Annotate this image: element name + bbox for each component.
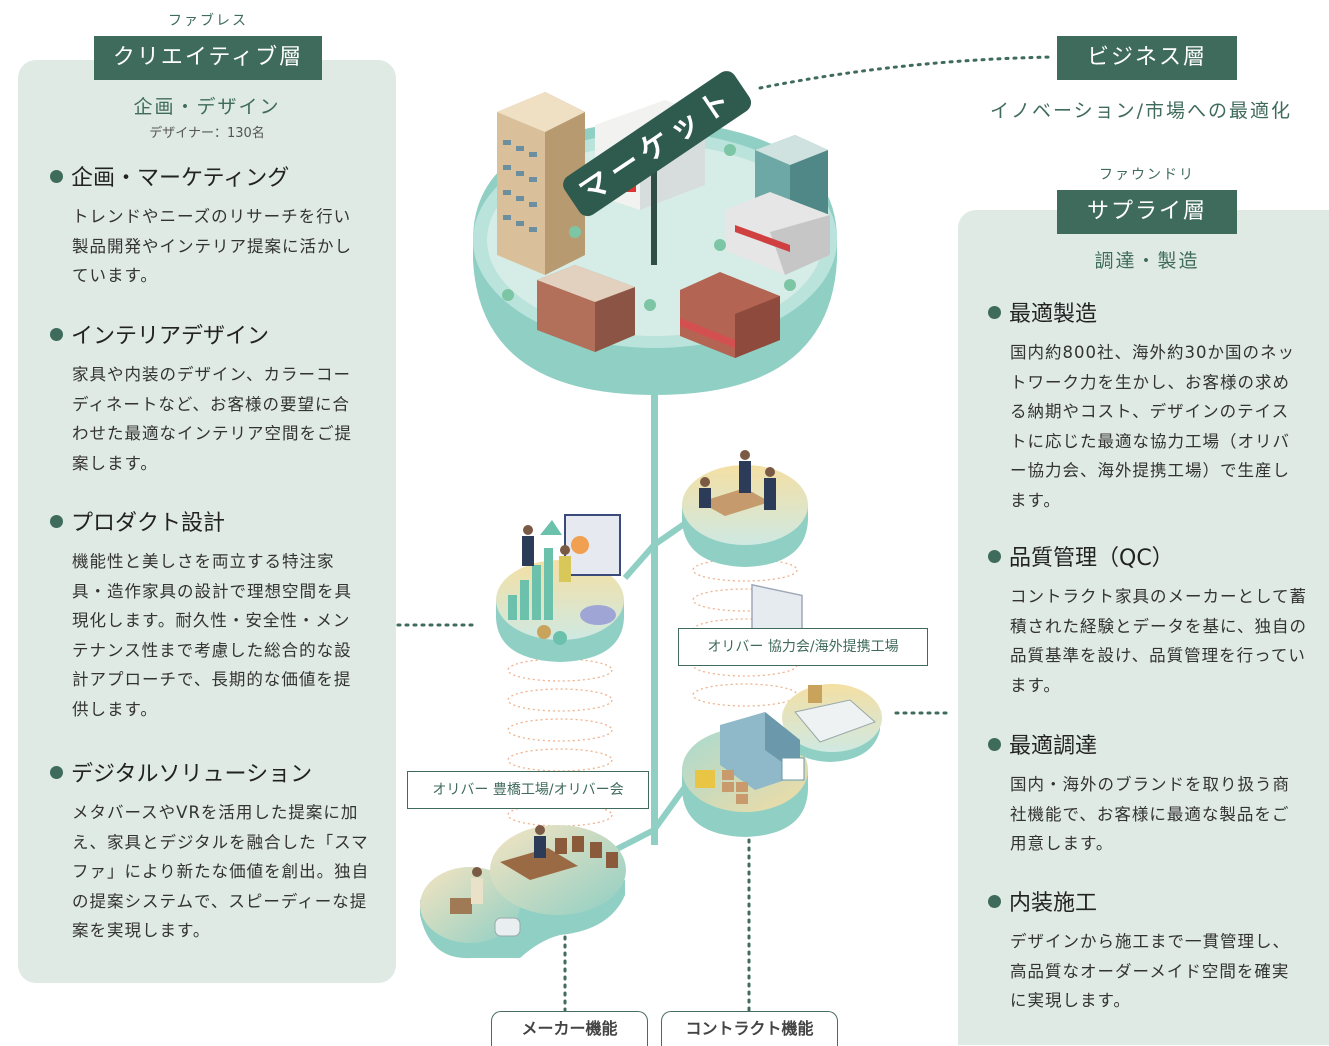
bullet-icon bbox=[988, 737, 1001, 751]
market-island: マーケット bbox=[473, 71, 837, 395]
creative-layer-badge: クリエイティブ層 bbox=[94, 36, 322, 80]
bullet-icon bbox=[988, 549, 1001, 563]
bullet-icon bbox=[988, 894, 1001, 908]
meeting-island bbox=[682, 450, 808, 642]
creative-section-interior: インテリアデザイン 家具や内装のデザイン、カラーコーディネートなど、お客様の要望… bbox=[50, 318, 380, 478]
creative-section-digital: デジタルソリューション メタバースやVRを活用した提案に加え、家具とデジタルを融… bbox=[50, 756, 385, 946]
forklift-icon bbox=[695, 770, 715, 788]
boxes-icon bbox=[722, 770, 748, 804]
branch-factory bbox=[613, 827, 656, 853]
ship-cabin bbox=[808, 685, 822, 703]
creative-section-product: プロダクト設計 機能性と美しさを両立する特注家具・造作家具の設計で理想空間を具現… bbox=[50, 505, 380, 724]
section-body: デザインから施工まで一貫管理し、高品質なオーダーメイド空間を確実に実現します。 bbox=[1010, 932, 1290, 1010]
supply-layer-badge: サプライ層 bbox=[1057, 190, 1237, 234]
building-school bbox=[537, 265, 635, 352]
maker-function-tab: メーカー機能 bbox=[491, 1011, 648, 1046]
truck-cab bbox=[781, 757, 805, 781]
creative-section-planning: 企画・マーケティング トレンドやニーズのリサーチを行い製品開発やインテリア提案に… bbox=[50, 160, 380, 291]
section-body: 家具や内装のデザイン、カラーコーディネートなど、お客様の要望に合わせた最適なイン… bbox=[72, 365, 352, 473]
supply-section-procurement: 最適調達 国内・海外のブランドを取り扱う商社機能で、お客様に最適な製品をご用意し… bbox=[988, 728, 1318, 859]
workbench bbox=[450, 898, 472, 914]
arrow-up-icon bbox=[540, 520, 562, 535]
factory-floor bbox=[420, 825, 626, 959]
worker-icon bbox=[471, 825, 546, 904]
person-icon bbox=[522, 525, 571, 582]
supply-section-qc: 品質管理（QC） コントラクト家具のメーカーとして蓄積された経験とデータを基に、… bbox=[988, 540, 1318, 700]
bullet-icon bbox=[50, 765, 63, 779]
planning-island bbox=[496, 514, 624, 662]
section-title: 最適製造 bbox=[1009, 302, 1098, 327]
branch-upper bbox=[622, 543, 657, 580]
person-icon bbox=[699, 450, 776, 510]
worktable bbox=[500, 848, 578, 880]
supply-top-label: ファウンドリ bbox=[1099, 167, 1195, 183]
section-title: インテリアデザイン bbox=[71, 324, 270, 349]
section-body: トレンドやニーズのリサーチを行い製品開発やインテリア提案に活かしています。 bbox=[72, 207, 352, 285]
partner-factory-label: オリバー 協力会/海外提携工場 bbox=[678, 628, 928, 666]
trees bbox=[502, 144, 796, 311]
connector-business bbox=[758, 55, 1054, 90]
section-title: 企画・マーケティング bbox=[71, 166, 290, 191]
creative-designer-count: デザイナー：130名 bbox=[149, 126, 265, 141]
building-mall bbox=[725, 192, 830, 275]
coin-icon bbox=[553, 631, 567, 645]
bullet-icon bbox=[50, 327, 63, 341]
pie-chart-icon bbox=[571, 536, 589, 554]
bar-chart-icon bbox=[508, 548, 553, 620]
market-sign-pole bbox=[651, 160, 657, 265]
section-title: プロダクト設計 bbox=[71, 511, 226, 536]
creative-top-label: ファブレス bbox=[168, 13, 248, 29]
chair-icon bbox=[555, 836, 618, 868]
logistics-island bbox=[682, 684, 882, 837]
desk bbox=[700, 488, 770, 516]
section-body: コントラクト家具のメーカーとして蓄積された経験とデータを基に、独自の品質基準を設… bbox=[1010, 587, 1308, 695]
section-body: 国内約800社、海外約30か国のネットワーク力を生かし、お客様の求める納期やコス… bbox=[1010, 343, 1295, 510]
business-subtitle: イノベーション/市場への最適化 bbox=[990, 100, 1293, 122]
creative-panel bbox=[18, 60, 396, 983]
contract-function-tab: コントラクト機能 bbox=[661, 1011, 838, 1046]
ship-icon bbox=[794, 699, 876, 743]
section-title: 内装施工 bbox=[1009, 891, 1098, 916]
building-shops bbox=[680, 272, 780, 358]
toyohashi-factory-label: オリバー 豊橋工場/オリバー会 bbox=[407, 771, 649, 809]
bullet-icon bbox=[988, 305, 1001, 319]
section-body: 国内・海外のブランドを取り扱う商社機能で、お客様に最適な製品をご用意します。 bbox=[1010, 775, 1290, 853]
coin-icon bbox=[537, 625, 551, 639]
creative-subtitle: 企画・デザイン bbox=[133, 96, 281, 118]
trunk-line bbox=[651, 395, 658, 845]
supply-section-manufacturing: 最適製造 国内約800社、海外約30か国のネットワーク力を生かし、お客様の求める… bbox=[988, 296, 1318, 515]
supply-subtitle: 調達・製造 bbox=[1094, 250, 1200, 272]
section-title: デジタルソリューション bbox=[71, 762, 313, 787]
bullet-icon bbox=[50, 514, 63, 528]
section-title: 品質管理（QC） bbox=[1009, 546, 1174, 571]
supply-panel bbox=[958, 210, 1329, 1045]
section-body: メタバースやVRを活用した提案に加え、家具とデジタルを融合した「スマファ」により… bbox=[72, 803, 370, 940]
section-body: 機能性と美しさを両立する特注家具・造作家具の設計で理想空間を具現化します。耐久性… bbox=[72, 552, 352, 719]
supply-section-construction: 内装施工 デザインから施工まで一貫管理し、高品質なオーダーメイド空間を確実に実現… bbox=[988, 885, 1318, 1016]
business-layer-badge: ビジネス層 bbox=[1057, 36, 1237, 80]
section-title: 最適調達 bbox=[1009, 734, 1098, 759]
machine-icon bbox=[494, 917, 521, 937]
bullet-icon bbox=[50, 169, 63, 183]
pie-chart-big-icon bbox=[580, 605, 616, 625]
